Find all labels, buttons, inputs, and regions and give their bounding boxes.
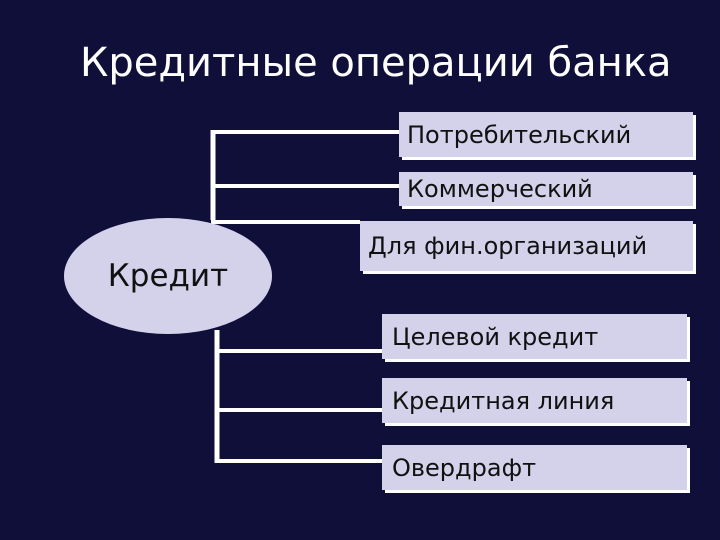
slide-title: Кредитные операции банка [80,40,672,86]
branch-label: Овердрафт [392,453,537,482]
branch-label: Целевой кредит [392,322,599,351]
branch-label: Для фин.организаций [368,232,648,260]
branch-node-overdraft: Овердрафт [382,445,687,490]
branch-node-commercial: Коммерческий [399,172,693,206]
branch-label: Коммерческий [407,175,593,203]
branch-node-target-credit: Целевой кредит [382,314,687,359]
root-node-label: Кредит [107,258,229,294]
branch-label: Кредитная линия [392,386,615,415]
branch-node-financial-orgs: Для фин.организаций [360,221,693,271]
branch-label: Потребительский [407,120,632,149]
root-node-credit: Кредит [64,218,272,334]
branch-node-credit-line: Кредитная линия [382,378,687,423]
branch-node-consumer: Потребительский [399,112,693,157]
